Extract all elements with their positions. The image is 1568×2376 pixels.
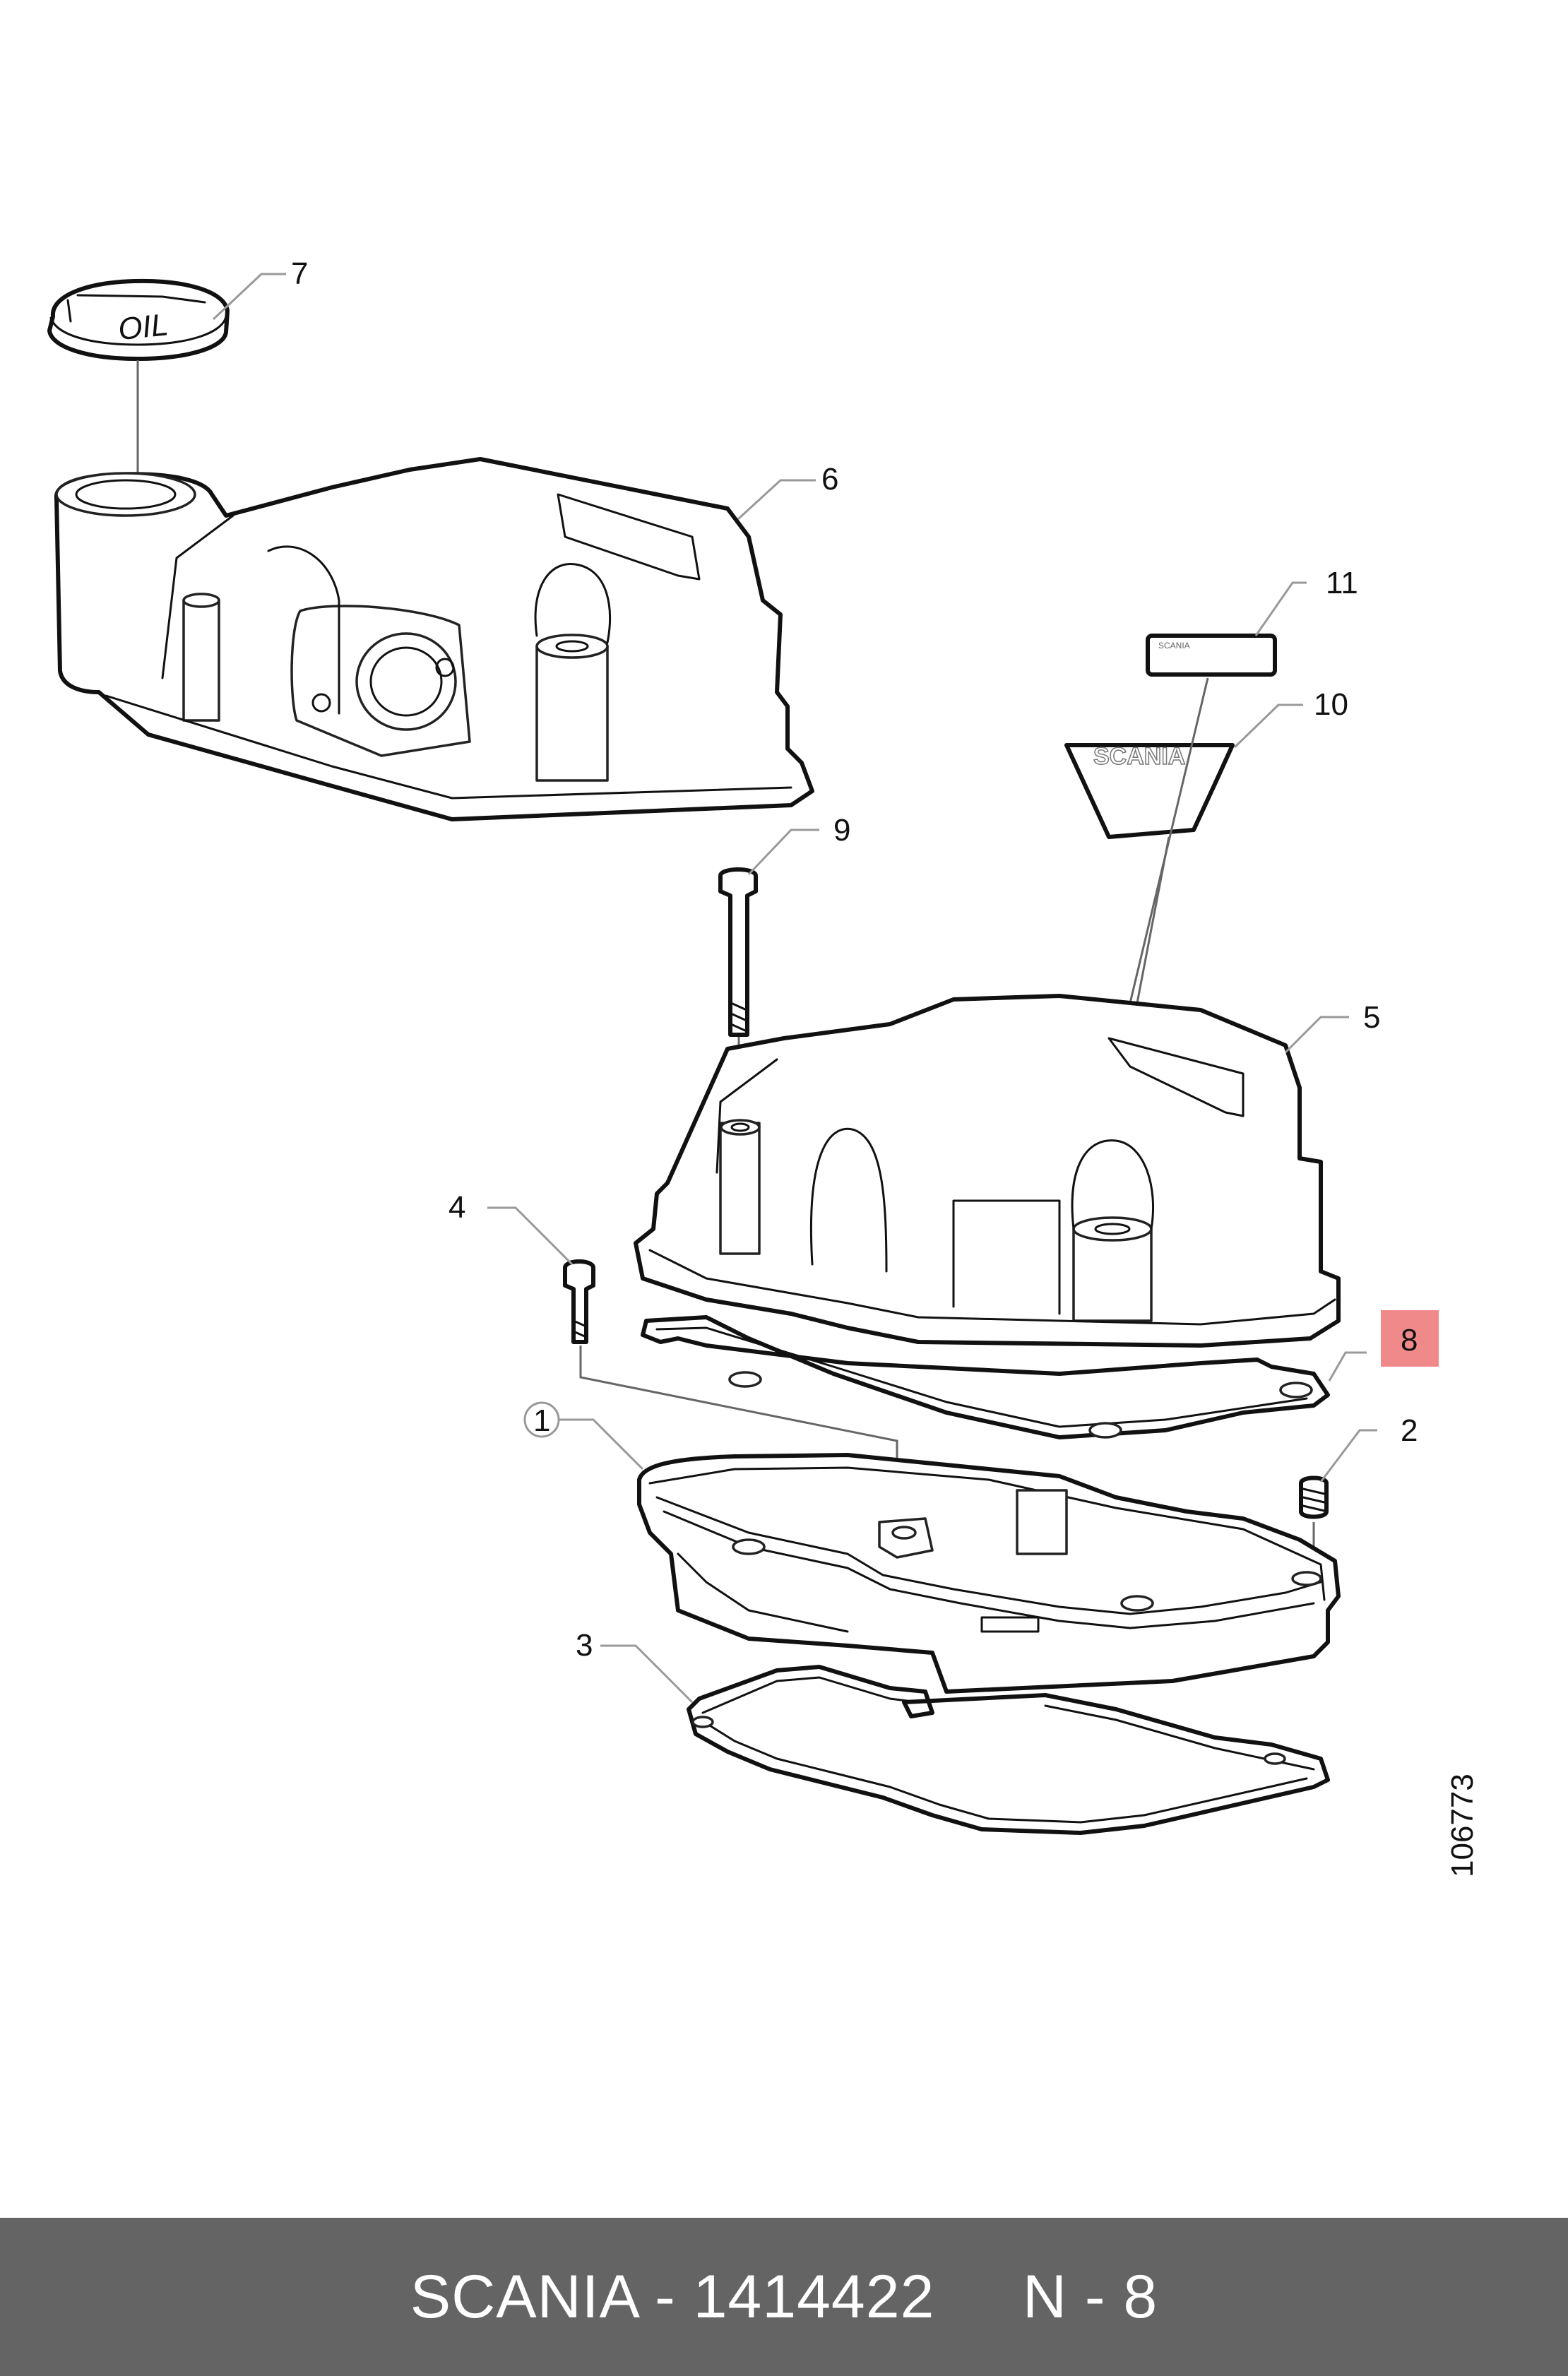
cap-oil-text: OIL [117,307,170,347]
callout-8-highlight [1381,1310,1439,1367]
callout-2: 2 [1401,1413,1418,1448]
part-11-label-plate: SCANIA [1146,634,1277,677]
exploded-parts-diagram: OIL SCANIA SCANIA [47,256,1480,1877]
part-10-scania-badge: SCANIA [1064,742,1235,839]
label-plate-text: SCANIA [1158,641,1190,651]
callout-3: 3 [576,1628,593,1663]
part-1-base-frame [637,1453,1341,1694]
part-2-stud [1299,1475,1329,1519]
callout-1-circle [523,1401,560,1438]
callout-7: 7 [291,256,308,291]
drawing-id: 106773 [1445,1774,1480,1877]
badge-text: SCANIA [1093,743,1185,770]
part-8-gasket [641,1315,1330,1439]
leader-lines [212,273,1377,1704]
callout-11: 11 [1326,566,1358,600]
part-4-short-bolt [563,1259,595,1344]
footer-part-label: SCANIA - 1414422 N - 8 [410,2262,1158,2331]
callout-6: 6 [821,462,838,497]
callout-4: 4 [449,1190,465,1225]
callout-5: 5 [1363,1000,1380,1035]
part-6-valve-cover-upper [54,457,814,821]
callout-9: 9 [833,813,850,848]
callout-8: 8 [1401,1323,1418,1358]
part-7-oil-cap: OIL [47,278,230,361]
part-3-lower-gasket [687,1665,1330,1835]
part-5-valve-cover-lower [634,994,1341,1348]
footer-bar: SCANIA - 1414422 N - 8 [0,2218,1568,2376]
part-9-long-bolt [718,867,758,1037]
callout-10: 10 [1314,687,1348,722]
callout-1: 1 [533,1403,550,1438]
